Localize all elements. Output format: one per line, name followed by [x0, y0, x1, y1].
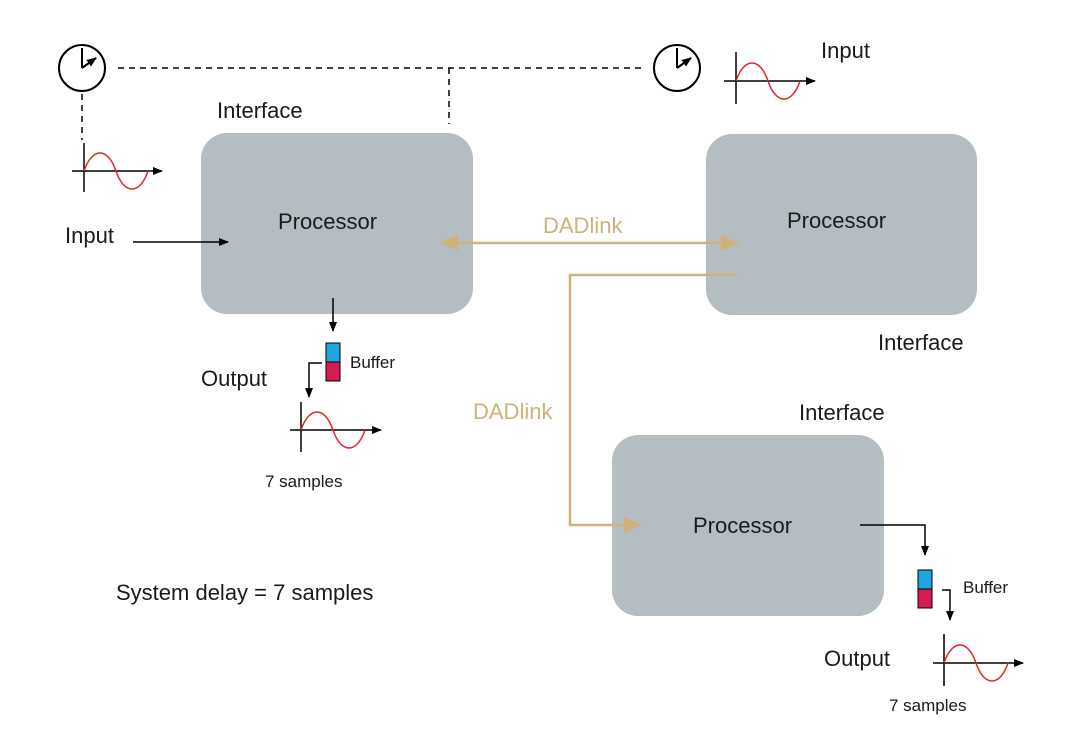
output-label-bottom: Output	[824, 646, 891, 671]
dadlink-label-vertical: DADlink	[473, 399, 553, 424]
dadlink-connections	[440, 235, 739, 533]
buffer-label-bottom: Buffer	[963, 578, 1009, 597]
processor-box-left	[201, 133, 473, 314]
processor-label-left: Processor	[278, 209, 378, 234]
input-label-left: Input	[65, 223, 114, 248]
sine-wave-icon	[724, 52, 816, 104]
sine-wave-icon	[933, 634, 1024, 686]
processor-box-right	[706, 134, 977, 315]
processor-label-right: Processor	[787, 208, 887, 233]
samples-label-bottom: 7 samples	[889, 696, 967, 715]
output-label-left: Output	[201, 366, 268, 391]
buffer-icon	[325, 342, 341, 382]
buffer-icon	[917, 569, 933, 609]
processor-box-bottom	[612, 435, 884, 616]
interface-label-bottom: Interface	[799, 400, 885, 425]
interface-label-left: Interface	[217, 98, 303, 123]
clock-icon	[653, 44, 701, 92]
sine-wave-icon	[290, 402, 382, 452]
interface-label-right: Interface	[878, 330, 964, 355]
processor-label-bottom: Processor	[693, 513, 793, 538]
input-label-right: Input	[821, 38, 870, 63]
system-delay-label: System delay = 7 samples	[116, 580, 374, 605]
dadlink-label-horizontal: DADlink	[543, 213, 623, 238]
sine-wave-icon	[72, 143, 163, 192]
buffer-label-left: Buffer	[350, 353, 396, 372]
clock-sync-lines	[81, 67, 641, 140]
samples-label-left: 7 samples	[265, 472, 343, 491]
clock-icon	[58, 44, 106, 92]
signal-arrows	[133, 238, 954, 621]
